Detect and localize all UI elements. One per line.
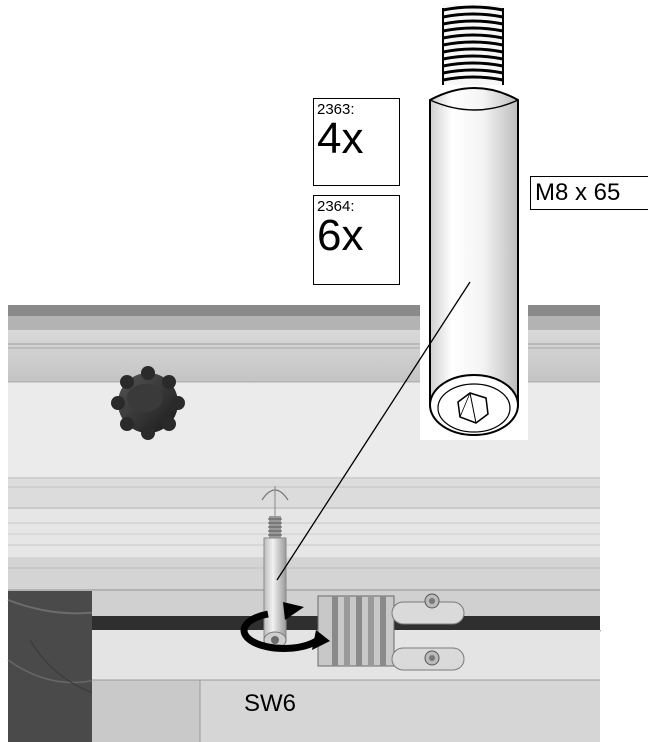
screw-spec-label: M8 x 65 [530, 176, 648, 210]
star-knob-icon [111, 366, 185, 440]
quantity-box-2364: 2364: 6x [313, 195, 400, 285]
tool-size-label: SW6 [244, 690, 297, 717]
hinge [317, 593, 465, 671]
leader-line [276, 281, 471, 581]
profile-rail-render [7, 305, 601, 742]
socket-head-screw-icon [420, 5, 528, 440]
part-count-label: 6x [317, 211, 364, 260]
part-code-label: 2364: [317, 198, 355, 215]
quantity-box-2363: 2363: 4x [313, 98, 400, 186]
part-count-label: 4x [317, 114, 364, 163]
installed-screw-icon [263, 516, 287, 649]
part-code-label: 2363: [317, 101, 355, 118]
clockwise-rotation-arrow-icon [240, 602, 330, 652]
